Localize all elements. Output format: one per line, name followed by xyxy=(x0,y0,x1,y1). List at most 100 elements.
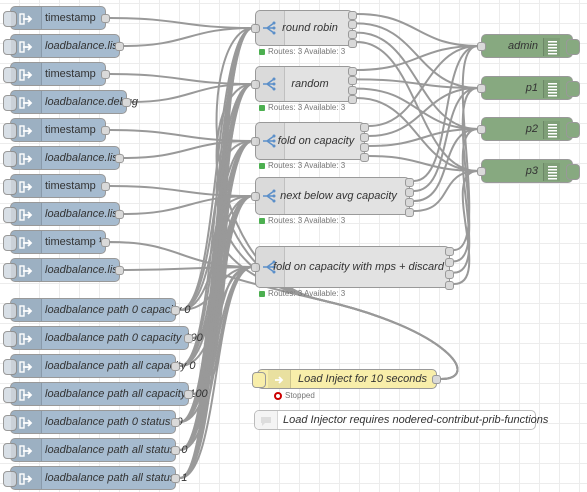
debug-input-port[interactable] xyxy=(477,84,486,93)
inject-node[interactable]: loadbalance.debug xyxy=(3,90,138,114)
load-inject-node[interactable]: Load Inject for 10 seconds xyxy=(252,369,441,389)
switch-output-port[interactable] xyxy=(405,178,414,187)
inject-output-port[interactable] xyxy=(171,474,180,483)
inject-button[interactable] xyxy=(3,11,17,27)
inject-button[interactable] xyxy=(3,359,17,375)
loadbalance-switch-node[interactable]: random xyxy=(251,66,357,104)
inject-node[interactable]: timestamp xyxy=(3,118,110,142)
switch-output-port[interactable] xyxy=(360,143,369,152)
switch-output-port[interactable] xyxy=(360,133,369,142)
load-inject-output-port[interactable] xyxy=(432,375,441,384)
inject-output-port[interactable] xyxy=(184,390,193,399)
inject-button[interactable] xyxy=(3,331,17,347)
wire[interactable] xyxy=(453,170,479,285)
switch-output-port[interactable] xyxy=(445,258,454,268)
inject-node[interactable]: timestamp xyxy=(3,6,110,30)
debug-node-p2[interactable]: p2 xyxy=(477,117,580,141)
switch-output-port[interactable] xyxy=(360,153,369,162)
inject-button[interactable] xyxy=(3,179,17,195)
switch-output-port[interactable] xyxy=(348,76,357,86)
inject-node[interactable]: loadbalance path 0 capacity 100 xyxy=(3,326,203,350)
debug-toggle-button[interactable] xyxy=(566,122,580,138)
inject-button[interactable] xyxy=(3,207,17,223)
loadbalance-switch-node[interactable]: fold on capacity xyxy=(251,122,369,162)
inject-output-port[interactable] xyxy=(101,14,110,23)
inject-button[interactable] xyxy=(3,67,17,83)
wire[interactable] xyxy=(179,140,254,479)
wire[interactable] xyxy=(123,195,254,215)
wire[interactable] xyxy=(368,128,479,147)
inject-output-port[interactable] xyxy=(101,126,110,135)
switch-output-port[interactable] xyxy=(348,39,357,48)
inject-button[interactable] xyxy=(3,263,17,279)
wire[interactable] xyxy=(368,87,479,137)
wire[interactable] xyxy=(413,128,479,202)
debug-input-port[interactable] xyxy=(477,167,486,176)
inject-node[interactable]: loadbalance path all status: 1 xyxy=(3,466,188,490)
debug-node-p3[interactable]: p3 xyxy=(477,159,580,183)
switch-output-port[interactable] xyxy=(348,85,357,95)
wire[interactable] xyxy=(123,140,254,159)
inject-output-port[interactable] xyxy=(171,362,180,371)
inject-output-port[interactable] xyxy=(184,334,193,343)
switch-output-port[interactable] xyxy=(348,11,357,20)
load-inject-button[interactable] xyxy=(252,372,266,388)
switch-output-port[interactable] xyxy=(405,188,414,197)
switch-output-port[interactable] xyxy=(360,123,369,132)
wire[interactable] xyxy=(356,31,479,130)
switch-input-port[interactable] xyxy=(251,24,260,33)
debug-node-p1[interactable]: p1 xyxy=(477,76,580,100)
wire[interactable] xyxy=(109,17,254,29)
wire[interactable] xyxy=(413,45,479,182)
switch-output-port[interactable] xyxy=(445,281,454,290)
inject-output-port[interactable] xyxy=(101,238,110,247)
switch-input-port[interactable] xyxy=(251,137,260,146)
wire[interactable] xyxy=(109,241,254,268)
switch-input-port[interactable] xyxy=(251,192,260,201)
inject-output-port[interactable] xyxy=(101,182,110,191)
wire[interactable] xyxy=(453,87,479,263)
wire[interactable] xyxy=(356,45,479,71)
inject-node[interactable]: loadbalance.list xyxy=(3,146,124,170)
wire[interactable] xyxy=(413,87,479,192)
inject-output-port[interactable] xyxy=(171,446,180,455)
inject-node[interactable]: loadbalance path all capacity 0 xyxy=(3,354,195,378)
debug-toggle-button[interactable] xyxy=(566,164,580,180)
wire[interactable] xyxy=(356,13,479,47)
inject-node[interactable]: timestamp xyxy=(3,62,110,86)
switch-output-port[interactable] xyxy=(348,20,357,30)
loadbalance-switch-node[interactable]: next below avg capacity xyxy=(251,177,414,217)
inject-node[interactable]: loadbalance path 0 capacity 0 xyxy=(3,298,191,322)
inject-output-port[interactable] xyxy=(101,70,110,79)
switch-output-port[interactable] xyxy=(405,208,414,217)
inject-output-port[interactable] xyxy=(171,418,180,427)
debug-input-port[interactable] xyxy=(477,125,486,134)
wire[interactable] xyxy=(109,185,254,197)
inject-button[interactable] xyxy=(3,95,17,111)
inject-node[interactable]: loadbalance.list xyxy=(3,202,124,226)
wire[interactable] xyxy=(453,128,479,274)
switch-output-port[interactable] xyxy=(348,95,357,104)
wire[interactable] xyxy=(453,45,479,251)
debug-input-port[interactable] xyxy=(477,42,486,51)
loadbalance-switch-node[interactable]: fold on capacity with mps + discard xyxy=(251,246,454,290)
switch-output-port[interactable] xyxy=(405,198,414,207)
inject-output-port[interactable] xyxy=(115,42,124,51)
inject-button[interactable] xyxy=(3,443,17,459)
inject-button[interactable] xyxy=(3,151,17,167)
wire[interactable] xyxy=(130,83,254,103)
debug-toggle-button[interactable] xyxy=(566,39,580,55)
wire[interactable] xyxy=(356,22,479,89)
inject-button[interactable] xyxy=(3,235,17,251)
wire[interactable] xyxy=(215,266,459,380)
debug-node-admin[interactable]: admin xyxy=(477,34,580,58)
inject-button[interactable] xyxy=(3,415,17,431)
inject-button[interactable] xyxy=(3,123,17,139)
switch-input-port[interactable] xyxy=(251,80,260,89)
inject-node[interactable]: timestamp xyxy=(3,174,110,198)
wire[interactable] xyxy=(179,266,254,479)
inject-output-port[interactable] xyxy=(115,266,124,275)
inject-node[interactable]: loadbalance.list xyxy=(3,258,124,282)
inject-button[interactable] xyxy=(3,471,17,487)
wire[interactable] xyxy=(123,27,254,47)
